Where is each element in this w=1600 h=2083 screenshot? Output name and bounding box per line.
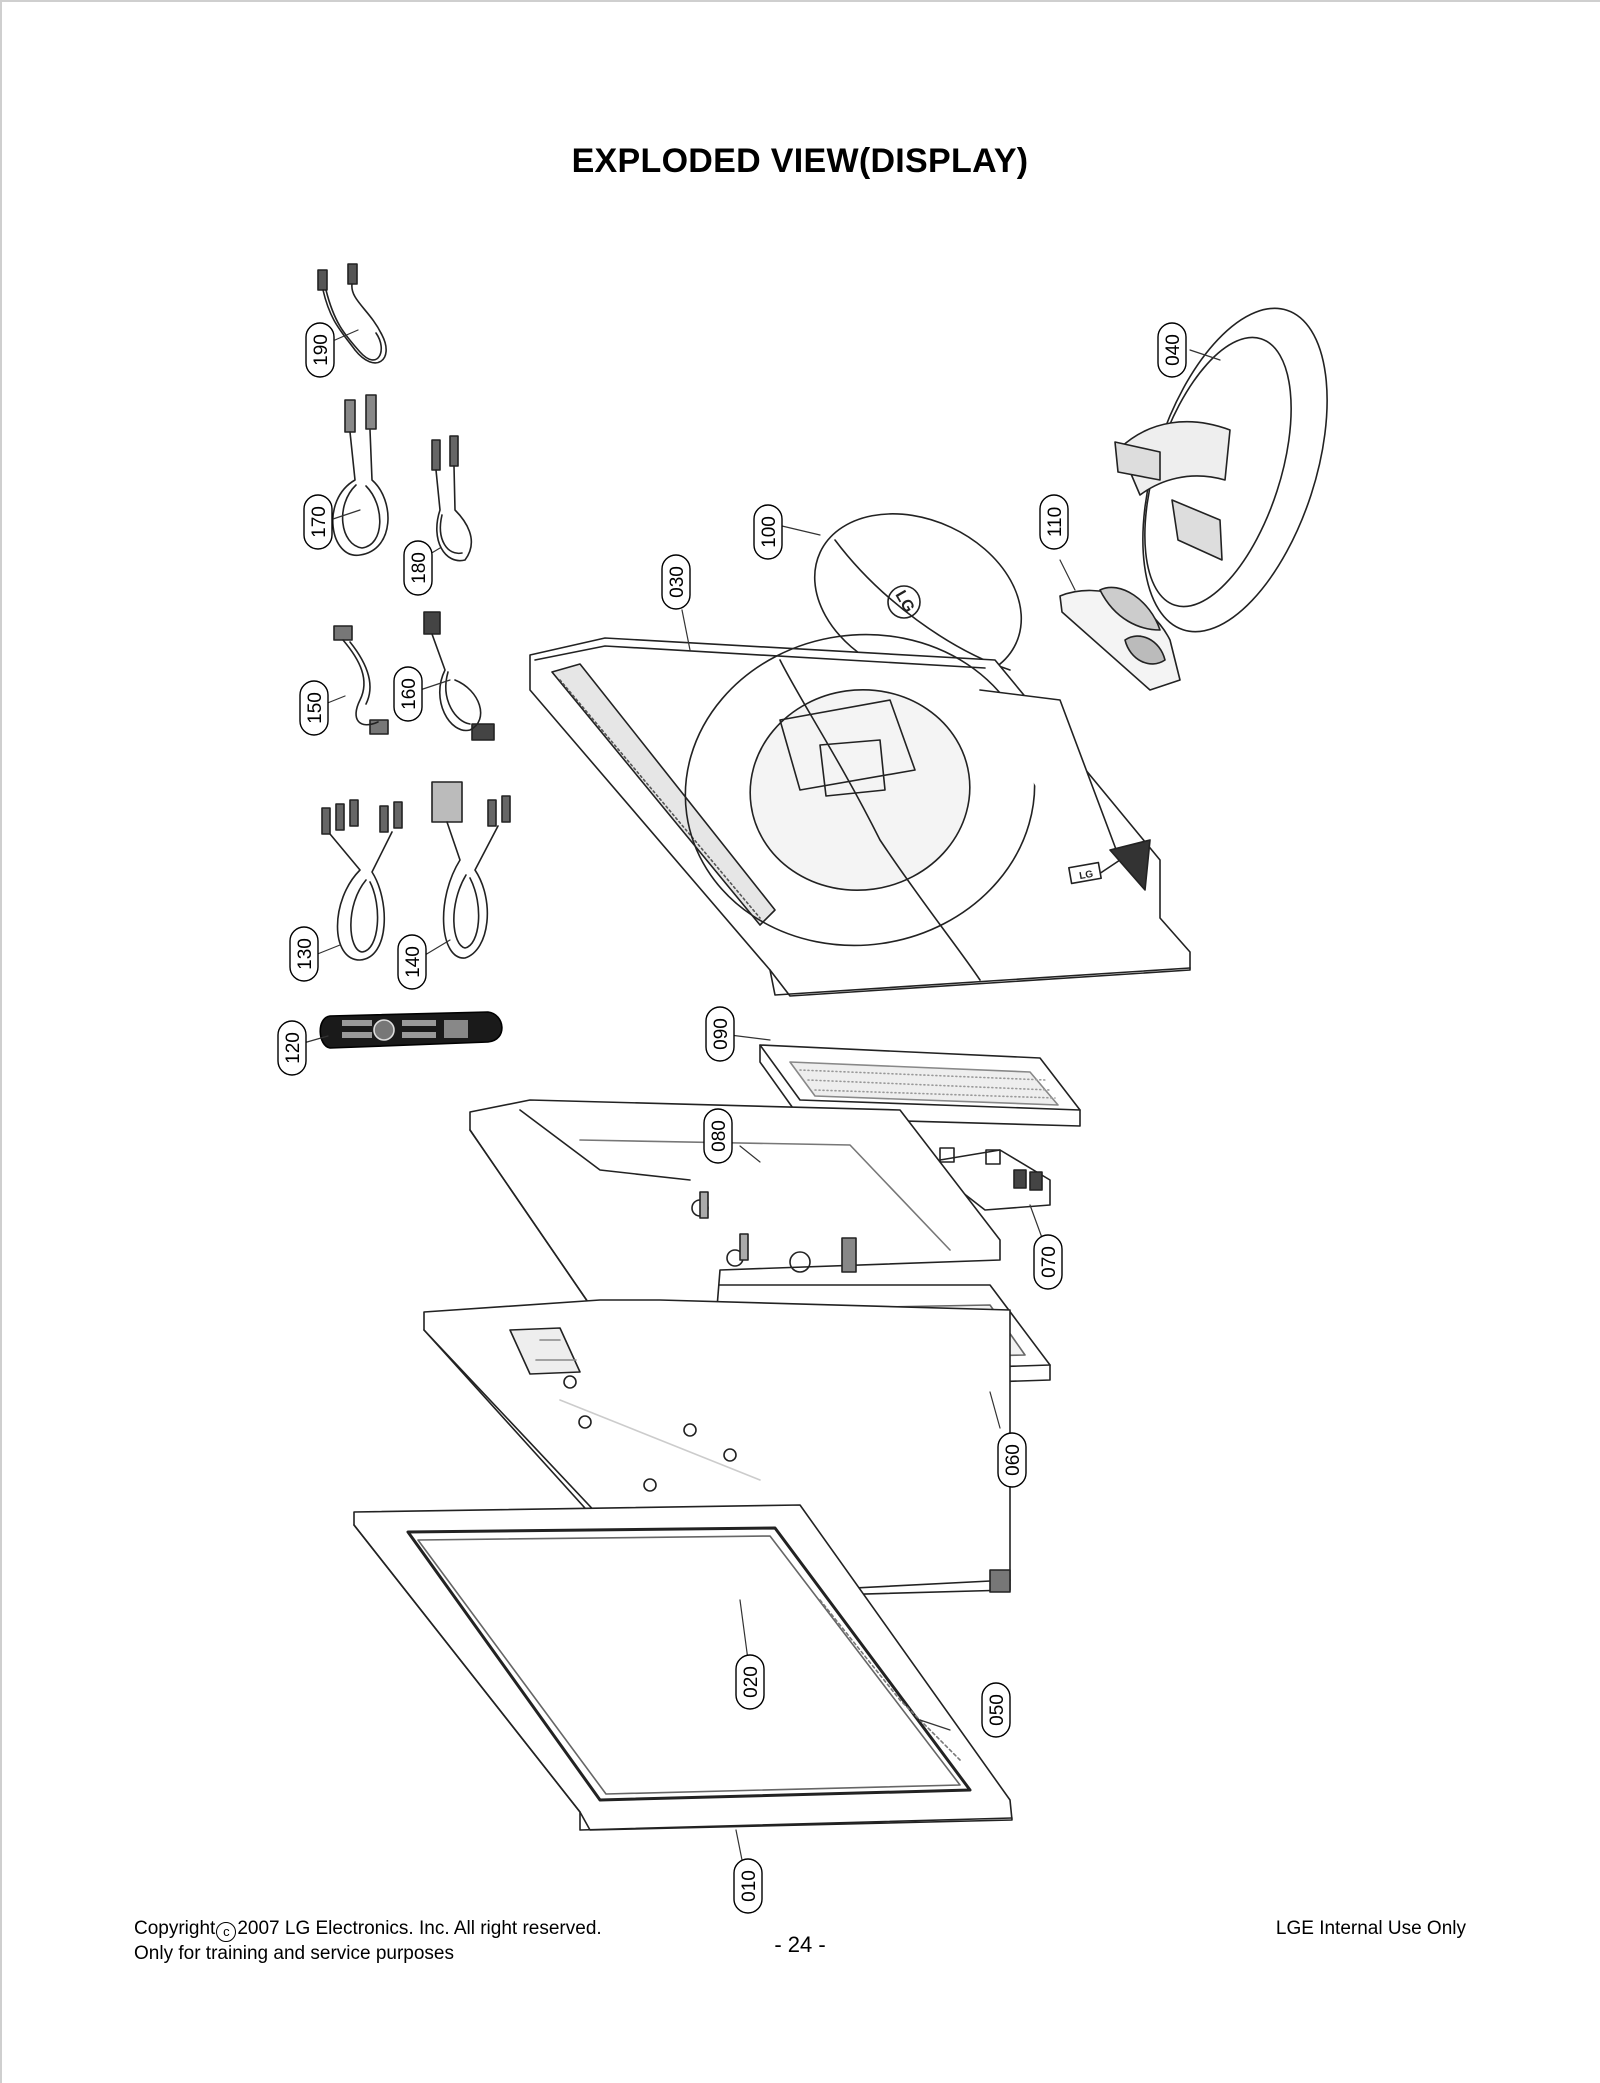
callout-label: 050	[987, 1694, 1008, 1726]
callout-070: 070	[1033, 1234, 1063, 1290]
cable-130-drawing	[321, 799, 403, 961]
callout-label: 160	[399, 678, 420, 710]
callout-label: 090	[711, 1018, 732, 1050]
page-number: - 24 -	[774, 1932, 826, 1957]
callout-label: 150	[305, 692, 326, 724]
callout-050: 050	[981, 1682, 1011, 1738]
cable-160-drawing	[423, 611, 495, 741]
callout-040: 040	[1157, 322, 1187, 378]
callout-090: 090	[705, 1006, 735, 1062]
cable-150-drawing	[333, 625, 389, 735]
copyright-prefix: Copyright	[134, 1918, 216, 1939]
callout-080: 080	[703, 1108, 733, 1164]
callout-170: 170	[303, 494, 333, 550]
callout-label: 180	[409, 552, 430, 584]
callout-180: 180	[403, 540, 433, 596]
callout-label: 020	[741, 1666, 762, 1698]
callout-110: 110	[1039, 494, 1069, 550]
callout-030: 030	[661, 554, 691, 610]
callout-label: 070	[1039, 1246, 1060, 1278]
callout-label: 140	[403, 946, 424, 978]
remote-120-drawing	[319, 1011, 503, 1049]
cable-190-drawing	[317, 263, 387, 364]
copyright-text: 2007 LG Electronics. Inc. All right rese…	[237, 1918, 602, 1939]
callout-160: 160	[393, 666, 423, 722]
page-title: EXPLODED VIEW(DISPLAY)	[571, 142, 1029, 180]
stand-neck-110-drawing	[1059, 586, 1181, 691]
callout-060: 060	[997, 1432, 1027, 1488]
callout-label: 110	[1045, 507, 1066, 537]
callout-100: 100	[753, 504, 783, 560]
cable-170-drawing	[332, 394, 389, 556]
callout-label: 100	[759, 516, 780, 548]
shield-090-drawing	[759, 1044, 1081, 1127]
callout-130: 130	[289, 926, 319, 982]
lcd-module-020-drawing	[423, 1299, 1011, 1601]
cable-140-drawing	[431, 781, 511, 959]
callout-150: 150	[299, 680, 329, 736]
callout-label: 010	[739, 1870, 760, 1902]
callout-label: 130	[295, 938, 316, 970]
callout-020: 020	[735, 1654, 765, 1710]
callout-label: 040	[1163, 334, 1184, 366]
copyright-icon: c	[216, 1922, 237, 1942]
callout-label: 030	[667, 566, 688, 598]
internal-use-note: LGE Internal Use Only	[1275, 1918, 1466, 1939]
badge-logo: LG	[1078, 869, 1094, 882]
callout-label: 170	[309, 506, 330, 538]
callout-label: 120	[283, 1032, 304, 1064]
callout-label: 080	[709, 1120, 730, 1152]
callout-010: 010	[733, 1858, 763, 1914]
leader-lines	[299, 329, 1221, 1881]
callout-140: 140	[397, 934, 427, 990]
callout-label: 060	[1003, 1444, 1024, 1476]
front-bezel-010-drawing	[353, 1504, 1013, 1831]
callout-120: 120	[277, 1020, 307, 1076]
callout-label: 190	[311, 334, 332, 366]
callout-190: 190	[305, 322, 335, 378]
training-note: Only for training and service purposes	[134, 1943, 454, 1964]
back-cover-030-drawing	[529, 633, 1191, 997]
input-board-070-drawing	[939, 1147, 1051, 1211]
stand-base-040-drawing	[1114, 307, 1328, 633]
cable-180-drawing	[431, 435, 473, 562]
